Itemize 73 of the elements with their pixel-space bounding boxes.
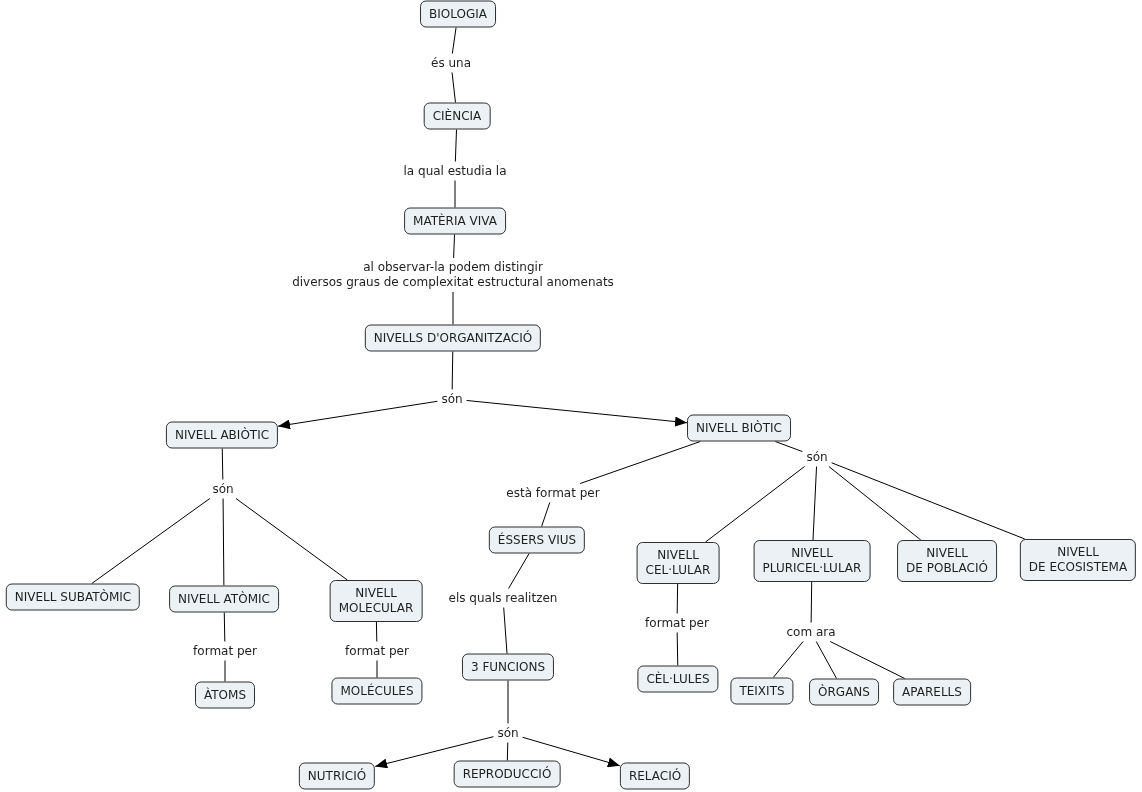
concept-box: APARELLS <box>893 678 971 706</box>
connector-line <box>503 607 508 654</box>
concept-box: 3 FUNCIONS <box>461 653 555 681</box>
concept-box: BIOLOGIA <box>420 0 496 28</box>
connector-line <box>235 498 348 581</box>
connector-line <box>507 680 509 724</box>
concept-box: NUTRICIÓ <box>298 762 376 790</box>
arrow <box>522 736 621 768</box>
concept-box: MATÈRIA VIVA <box>404 207 506 235</box>
connector-line <box>705 466 806 543</box>
concept-box: NIVELL MOLECULAR <box>329 580 423 622</box>
connector-line <box>451 72 456 103</box>
connector-line <box>829 641 906 679</box>
connector-line <box>506 742 509 761</box>
connector-line <box>224 660 226 682</box>
concept-box: RELACIÓ <box>619 762 691 790</box>
linking-phrase: format per <box>191 643 259 659</box>
arrow <box>374 736 494 769</box>
connector-line <box>223 612 226 642</box>
connector-line <box>451 27 457 54</box>
connector-line <box>451 351 454 390</box>
connector-line <box>815 641 838 679</box>
connector-line <box>810 581 813 623</box>
concept-box: ÀTOMS <box>195 681 255 709</box>
concept-box: NIVELL SUBATÒMIC <box>5 583 141 611</box>
linking-phrase: són <box>210 481 236 497</box>
concept-box: NIVELL ATÒMIC <box>169 585 279 613</box>
linking-phrase: format per <box>343 643 411 659</box>
connector-line <box>831 462 1026 540</box>
linking-phrase: són <box>495 725 521 741</box>
linking-phrase: són <box>804 449 830 465</box>
connector-line <box>375 621 378 642</box>
connector-line <box>579 441 701 484</box>
concept-box: NIVELL CEL·LULAR <box>636 542 720 584</box>
concept-box: NIVELL BIÒTIC <box>687 414 791 442</box>
concept-box: NIVELL DE ECOSISTEMA <box>1019 539 1137 581</box>
concept-box: TEIXITS <box>730 677 794 705</box>
connector-line <box>454 129 457 162</box>
connector-line <box>91 498 211 584</box>
connector-line <box>454 180 456 208</box>
linking-phrase: està format per <box>504 485 602 501</box>
connector-line <box>452 291 454 325</box>
connector-line <box>772 641 804 678</box>
connector-line <box>812 466 818 541</box>
concept-box: REPRODUCCIÓ <box>453 760 561 788</box>
linking-phrase: com ara <box>784 624 838 640</box>
concept-box: NIVELL ABIÒTIC <box>165 421 279 449</box>
connector-line <box>774 441 803 453</box>
concept-box: NIVELLS D'ORGANITZACIÓ <box>364 324 542 352</box>
arrow <box>277 400 438 430</box>
linking-phrase: la qual estudia la <box>401 163 509 179</box>
arrow <box>466 400 688 427</box>
connector-line <box>453 234 455 259</box>
linking-phrase: són <box>439 391 465 407</box>
connector-line <box>222 498 225 586</box>
concept-box: NIVELL PLURICEL·LULAR <box>753 540 871 582</box>
concept-box: NIVELL DE POBLACIÓ <box>897 540 997 582</box>
linking-phrase: format per <box>643 615 711 631</box>
concept-box: CIÈNCIA <box>423 102 491 130</box>
connector-line <box>828 466 922 541</box>
concept-box: ÒRGANS <box>809 678 879 706</box>
connector-line <box>221 448 224 480</box>
linking-phrase: al observar-la podem distingir diversos graus de complexitat estructural anomenats <box>290 260 616 290</box>
concept-box: MOLÉCULES <box>331 677 423 705</box>
connector-line <box>541 502 551 527</box>
linking-phrase: els quals realitzen <box>446 590 560 606</box>
connector-line <box>676 583 679 614</box>
connector-line <box>676 632 679 666</box>
concept-box: ÉSSERS VIUS <box>488 526 586 554</box>
concept-box: CÈL·LULES <box>637 665 719 693</box>
linking-phrase: és una <box>429 55 473 71</box>
connector-line <box>376 660 378 678</box>
connector-line <box>508 553 530 589</box>
